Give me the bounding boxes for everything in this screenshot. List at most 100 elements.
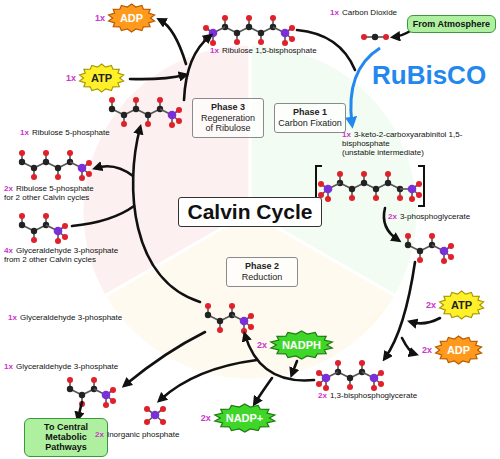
multiplier: 1x — [342, 130, 351, 139]
molecule-name: ADP — [447, 344, 470, 356]
atom — [210, 40, 216, 46]
label-group: 1xRibulose 1,5-bisphosphate — [210, 46, 360, 55]
atom — [31, 228, 37, 234]
atom — [361, 171, 367, 177]
atom — [176, 107, 182, 113]
multiplier: 2x — [4, 184, 13, 193]
atom — [67, 386, 73, 392]
atom — [405, 233, 411, 239]
molecule-name: 3-phosphoglycerate — [400, 212, 470, 221]
burst-outline — [440, 291, 484, 319]
molecule-name: for 2 other Calvin cycles — [4, 193, 132, 202]
atom — [234, 39, 240, 45]
phase-sector — [82, 44, 250, 296]
atom — [157, 97, 163, 103]
label-group: 2xRibulose 5-phosphatefor 2 other Calvin… — [4, 184, 132, 202]
atom — [144, 406, 150, 412]
molecule-name: NADP+ — [226, 412, 264, 424]
atom — [203, 25, 209, 31]
phase-name: Reduction — [230, 272, 294, 283]
reaction-arrow — [411, 318, 440, 323]
atom — [335, 360, 341, 366]
atom — [325, 196, 331, 202]
brackets — [316, 166, 424, 206]
burst: ADP — [108, 4, 155, 32]
burst-outline — [271, 331, 333, 359]
atom — [19, 213, 25, 219]
reaction-arrow — [160, 360, 257, 400]
atom — [160, 406, 166, 412]
molecule-name: Ribulose 1,5-bisphosphate — [222, 46, 317, 55]
label-group: 1xGlyceraldehyde 3-phosphate — [4, 362, 164, 371]
reaction-arrow — [184, 36, 210, 100]
atom — [258, 30, 264, 36]
atom — [316, 370, 322, 376]
box-text: Calvin Cycle — [188, 200, 313, 224]
atom — [19, 159, 25, 165]
phase-box: Phase 3Regeneration of Ribulose — [192, 98, 264, 138]
burst: NADPH — [270, 331, 333, 359]
burst: ATP — [439, 291, 484, 319]
molecule-name: Ribulose 5-phosphate — [32, 128, 110, 137]
reaction-arrow — [130, 75, 185, 79]
label-group: 2x1,3-bisphosphoglycerate — [318, 391, 458, 400]
label-group: 1xGlyceraldehyde 3-phosphate — [8, 313, 168, 322]
atom — [349, 186, 355, 192]
atom — [176, 118, 182, 124]
phase-heading: Phase 2 — [230, 261, 294, 272]
molecule-name: ATP — [451, 299, 472, 311]
molecule — [19, 150, 92, 181]
adp-burst: 2xADP — [422, 336, 482, 364]
reaction-arrow — [78, 402, 82, 418]
molecule-name: (unstable intermediate) — [342, 148, 492, 157]
molecule-name: from 2 other Calvin cycles — [4, 255, 132, 264]
atom — [349, 195, 355, 201]
atom — [378, 381, 384, 387]
atom — [79, 392, 85, 398]
multiplier: 1x — [8, 313, 17, 322]
atom — [289, 36, 295, 42]
atom — [258, 39, 264, 45]
atom — [110, 387, 116, 393]
molecule-name: Glyceraldehyde 3-phosphate — [20, 313, 122, 322]
molecule-name: Inorganic phosphate — [107, 430, 180, 439]
multiplier: 1x — [66, 73, 76, 83]
reaction-arrow — [402, 338, 415, 354]
phase-name: Regeneration of Ribulose — [196, 113, 260, 135]
atom — [217, 318, 223, 324]
molecule-name: ATP — [91, 72, 112, 84]
molecule — [203, 15, 295, 46]
label-group: 2xInorganic phosphate — [95, 430, 205, 439]
reaction-arrow — [125, 332, 205, 385]
atom — [248, 324, 254, 330]
atom — [102, 391, 111, 400]
molecule — [316, 360, 384, 391]
atom — [79, 175, 85, 181]
atom — [169, 122, 175, 128]
atom — [19, 222, 25, 228]
atom — [133, 106, 139, 112]
nadph-burst: 2xNADPH — [257, 331, 333, 359]
atom — [229, 303, 235, 309]
molecule-name: NADPH — [282, 339, 321, 351]
atp-burst: 2xATP — [426, 291, 484, 319]
phase-box: Phase 1Carbon Fixation — [274, 103, 346, 133]
label-group: 1xRibulose 5-phosphate — [20, 128, 130, 137]
atom — [416, 181, 422, 187]
atom — [316, 381, 322, 387]
reaction-arrow — [96, 166, 133, 176]
atom — [378, 370, 384, 376]
atom — [289, 25, 295, 31]
atom — [323, 385, 329, 391]
atom — [397, 195, 403, 201]
multiplier: 1x — [4, 362, 13, 371]
atom — [109, 106, 115, 112]
molecule — [405, 233, 454, 264]
atom — [110, 398, 116, 404]
atom — [371, 385, 377, 391]
atom — [448, 254, 454, 260]
nadp-burst: 2xNADP+ — [201, 404, 276, 432]
bracket — [418, 166, 424, 206]
atom — [416, 192, 422, 198]
